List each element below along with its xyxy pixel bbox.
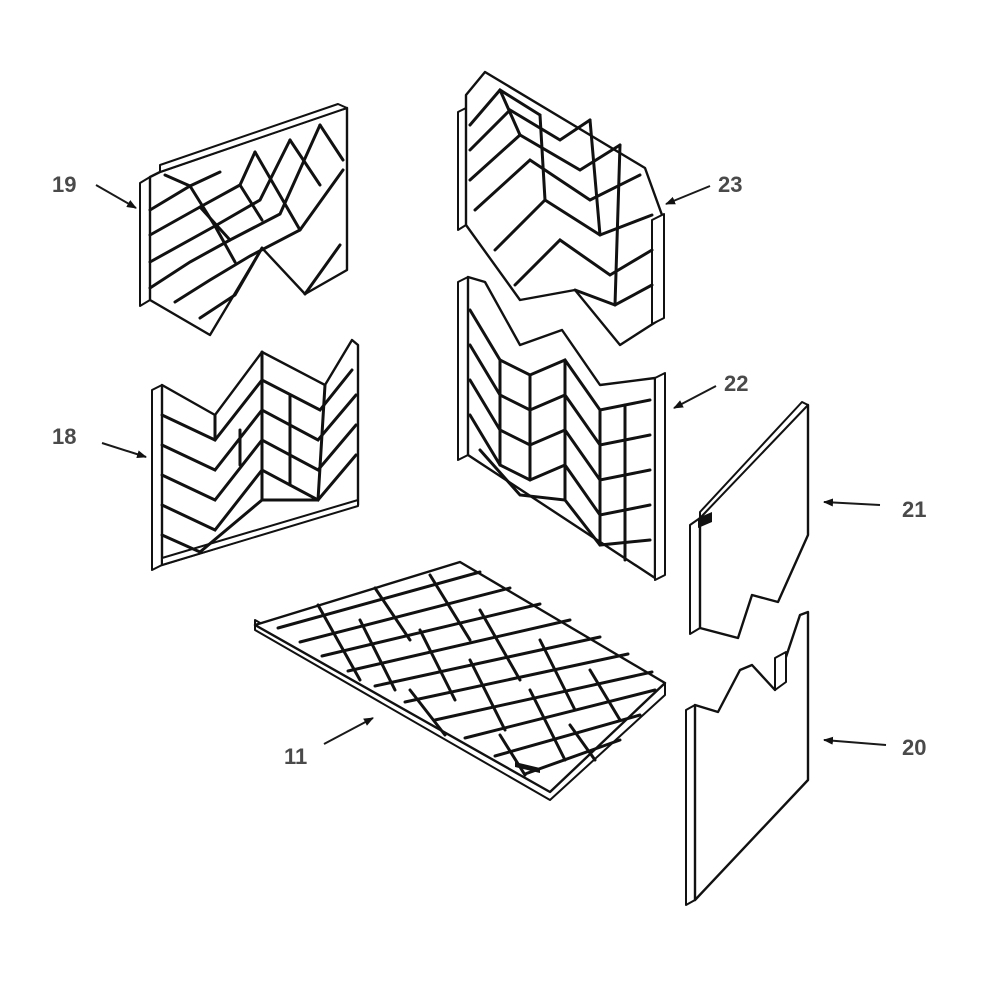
- panel-19-edge: [139, 176, 151, 307]
- panel-18-bottom-lip: [161, 499, 359, 566]
- callout-22[interactable]: 22: [673, 371, 748, 409]
- callout-19-label: 19: [52, 172, 76, 197]
- panel-11-face: [253, 560, 667, 794]
- panel-18-bricks: [160, 350, 358, 554]
- callout-18-arrow: [101, 442, 147, 459]
- panel-20-face: [693, 610, 810, 902]
- callout-22-arrow: [673, 385, 717, 409]
- callout-19[interactable]: 19: [52, 172, 137, 209]
- callout-22-label: 22: [724, 371, 748, 396]
- panel-23-edge-right: [651, 213, 665, 325]
- panel-21: [689, 401, 810, 640]
- panel-20: [685, 610, 810, 906]
- callout-18[interactable]: 18: [52, 424, 147, 459]
- callout-11[interactable]: 11: [284, 717, 374, 769]
- callout-23[interactable]: 23: [665, 172, 742, 205]
- callout-21-label: 21: [902, 497, 926, 522]
- panel-22-edge-right: [654, 372, 666, 581]
- callout-11-arrow: [323, 717, 374, 745]
- callout-23-arrow: [665, 185, 711, 205]
- callout-21-arrow: [823, 498, 881, 507]
- panel-21-face: [698, 403, 810, 640]
- callout-20-label: 20: [902, 735, 926, 760]
- panel-11: [253, 560, 667, 801]
- panel-22-edge-left: [457, 276, 469, 461]
- panel-21-edge: [689, 517, 701, 635]
- callout-23-label: 23: [718, 172, 742, 197]
- panel-22: [457, 275, 666, 581]
- callout-20[interactable]: 20: [823, 735, 926, 760]
- panel-19-bricks: [148, 123, 345, 320]
- panel-20-notch: [774, 651, 787, 691]
- panel-23-bricks: [468, 88, 654, 307]
- panel-20-edge: [685, 704, 696, 906]
- panel-19-top-lip: [159, 103, 348, 173]
- callout-19-arrow: [95, 184, 137, 209]
- panel-19: [139, 103, 349, 337]
- panel-23: [457, 70, 665, 347]
- panel-18-edge: [151, 384, 163, 571]
- panel-21-top-lip: [699, 401, 809, 519]
- panel-22-bricks: [468, 308, 652, 562]
- callout-20-arrow: [823, 736, 887, 746]
- callout-11-label: 11: [284, 744, 307, 769]
- callout-21[interactable]: 21: [823, 497, 926, 522]
- panel-18: [151, 338, 360, 571]
- callout-18-label: 18: [52, 424, 76, 449]
